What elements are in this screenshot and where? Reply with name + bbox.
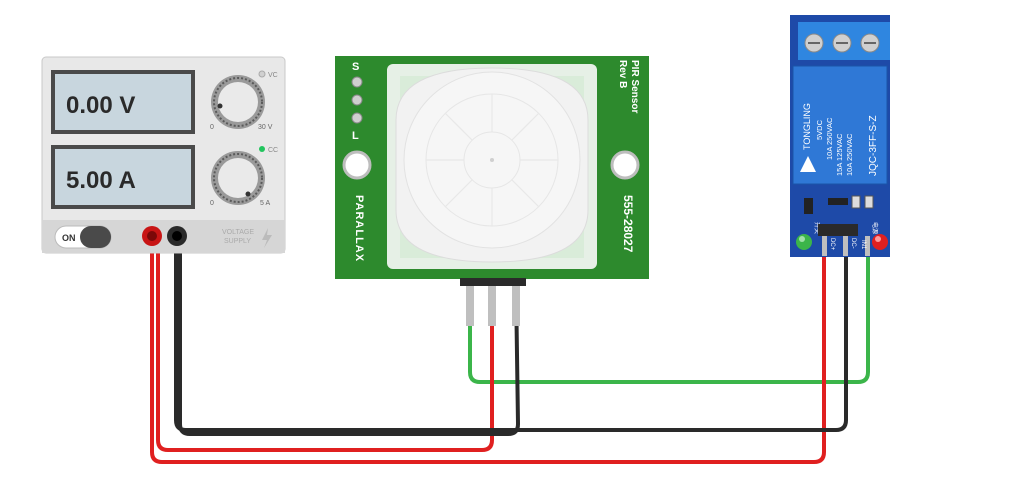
pir-brand: PARALLAX [353, 195, 365, 262]
relay-led-right-label: 电源 [871, 222, 879, 234]
voltage-reading: 0.00 V [66, 92, 135, 119]
relay-input-header[interactable] [818, 224, 870, 256]
pir-part-number: 555-28027 [621, 195, 635, 253]
current-display-screen [55, 149, 191, 205]
black-wire-pir[interactable] [178, 236, 520, 436]
pir-jumper-header[interactable] [351, 76, 363, 124]
relay-rating-3: 10A 250VAC [845, 133, 854, 176]
pir-title-line2: Rev B [617, 60, 628, 88]
voltage-knob-max-label: 30 V [258, 124, 273, 131]
relay-status-led [796, 234, 812, 250]
lightning-icon [262, 228, 272, 248]
red-wire-pir[interactable] [156, 236, 494, 452]
power-switch-label: ON [62, 233, 76, 243]
relay-rating-2: 15A 125VAC [835, 133, 844, 176]
relay-rating-1: 10A 250VAC [825, 117, 834, 160]
pir-pin-header [460, 278, 526, 326]
current-knob-pointer-icon [245, 191, 251, 197]
voltage-knob-min-label: 0 [210, 124, 214, 131]
power-supply[interactable]: 0.00 V 5.00 A VC 0 30 V CC 0 5 A [41, 56, 286, 254]
relay-resistor-1 [851, 195, 861, 209]
relay-pin-label-dcminus: DC- [850, 238, 856, 249]
relay-diode [828, 198, 848, 205]
relay-brand: TONGLING [802, 103, 812, 150]
vc-indicator-icon [258, 70, 266, 78]
pir-mount-hole-right [610, 150, 640, 180]
pir-jumper-label-l: L [352, 130, 359, 142]
brand-line-2: SUPPLY [224, 238, 251, 245]
relay-power-led [872, 234, 888, 250]
current-knob-max-label: 5 A [260, 200, 270, 207]
relay-logo-icon [800, 156, 816, 172]
relay-screw-terminal[interactable] [798, 22, 890, 60]
current-reading: 5.00 A [66, 167, 136, 194]
relay-model: JQC-3FF-S-Z [868, 115, 879, 176]
pir-dome [395, 67, 589, 263]
current-knob-min-label: 0 [210, 200, 214, 207]
relay-pin-label-dcplus: DC+ [829, 238, 835, 251]
black-wire-relay[interactable] [174, 236, 848, 432]
relay-module[interactable]: TONGLING 5VDC 10A 250VAC 15A 125VAC 10A … [790, 15, 890, 257]
pir-jumper-label-s: S [352, 61, 359, 73]
power-switch[interactable]: ON [54, 225, 112, 249]
voltage-knob[interactable] [211, 75, 265, 129]
pir-mount-hole-left [342, 150, 372, 180]
pir-title-line1: PIR Sensor [629, 60, 640, 113]
positive-terminal[interactable] [142, 226, 162, 246]
pir-sensor[interactable]: S L PARALLAX PIR Sensor Rev B 555-28027 [335, 56, 649, 326]
relay-transistor [804, 198, 813, 214]
brand-line-1: VOLTAGE [222, 229, 254, 236]
red-wire-relay[interactable] [150, 236, 826, 464]
wires [150, 236, 870, 464]
current-knob[interactable] [211, 151, 265, 205]
cc-label: CC [268, 147, 278, 154]
vc-label: VC [268, 72, 278, 79]
voltage-knob-pointer-icon [217, 103, 223, 109]
negative-terminal[interactable] [167, 226, 187, 246]
voltage-display-screen [55, 74, 191, 130]
relay-pin-label-in1: IN1 [860, 240, 866, 250]
relay-rating-0: 5VDC [815, 119, 824, 140]
cc-indicator-icon [259, 146, 265, 152]
green-signal-wire[interactable] [468, 256, 870, 384]
relay-led-left-label: 开关 [813, 222, 821, 234]
relay-resistor-2 [864, 195, 874, 209]
